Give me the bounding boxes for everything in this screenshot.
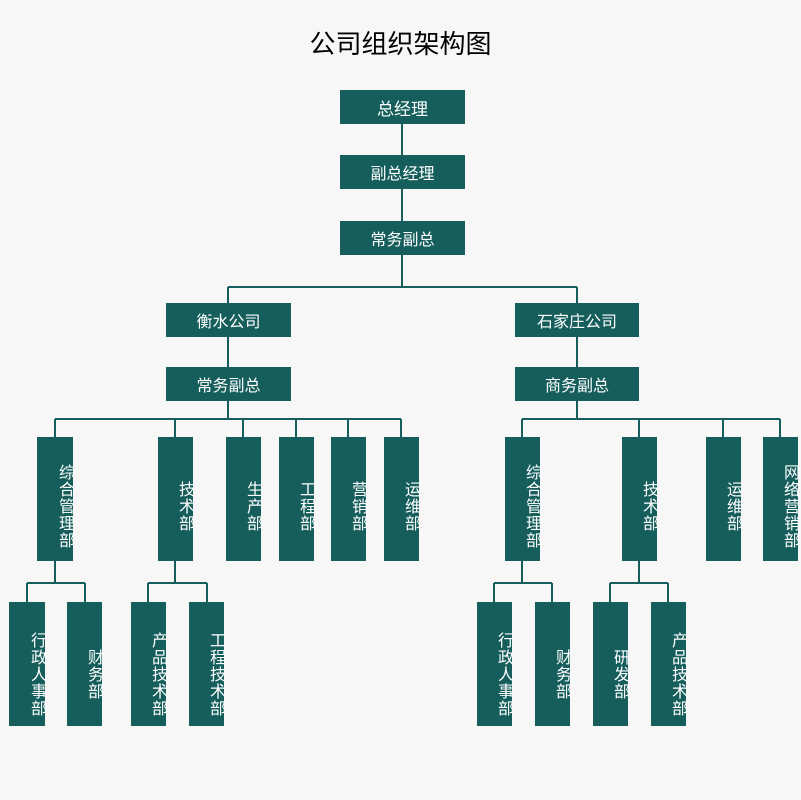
node-shijiazhuang-hr[interactable]: 行政人事部 [477,602,514,726]
node-shijiazhuang-product-tech[interactable]: 产品技术部 [651,602,688,726]
node-hengshui-company[interactable]: 衡水公司 [166,303,291,337]
node-shijiazhuang-admin[interactable]: 综合管理部 [505,437,542,561]
node-deputy-gm[interactable]: 副总经理 [340,155,465,189]
node-shijiazhuang-rd[interactable]: 研发部 [593,602,630,726]
node-hengshui-vp[interactable]: 常务副总 [166,367,291,401]
node-hengshui-marketing[interactable]: 营销部 [331,437,368,561]
node-hengshui-production[interactable]: 生产部 [226,437,263,561]
node-shijiazhuang-ops[interactable]: 运维部 [706,437,743,561]
node-shijiazhuang-company[interactable]: 石家庄公司 [515,303,639,337]
node-shijiazhuang-finance[interactable]: 财务部 [535,602,572,726]
node-hengshui-tech[interactable]: 技术部 [158,437,195,561]
node-hengshui-product-tech[interactable]: 产品技术部 [131,602,168,726]
node-hengshui-engineering[interactable]: 工程部 [279,437,316,561]
node-exec-vp[interactable]: 常务副总 [340,221,465,255]
node-shijiazhuang-vp[interactable]: 商务副总 [515,367,639,401]
node-hengshui-ops[interactable]: 运维部 [384,437,421,561]
node-hengshui-finance[interactable]: 财务部 [67,602,104,726]
node-hengshui-engineering-tech[interactable]: 工程技术部 [189,602,226,726]
chart-title: 公司组织架构图 [309,30,492,60]
node-shijiazhuang-net-marketing[interactable]: 网络营销部 [763,437,800,561]
node-shijiazhuang-tech[interactable]: 技术部 [622,437,659,561]
node-ceo[interactable]: 总经理 [340,90,465,124]
node-hengshui-admin[interactable]: 综合管理部 [37,437,75,561]
node-hengshui-hr[interactable]: 行政人事部 [9,602,47,726]
